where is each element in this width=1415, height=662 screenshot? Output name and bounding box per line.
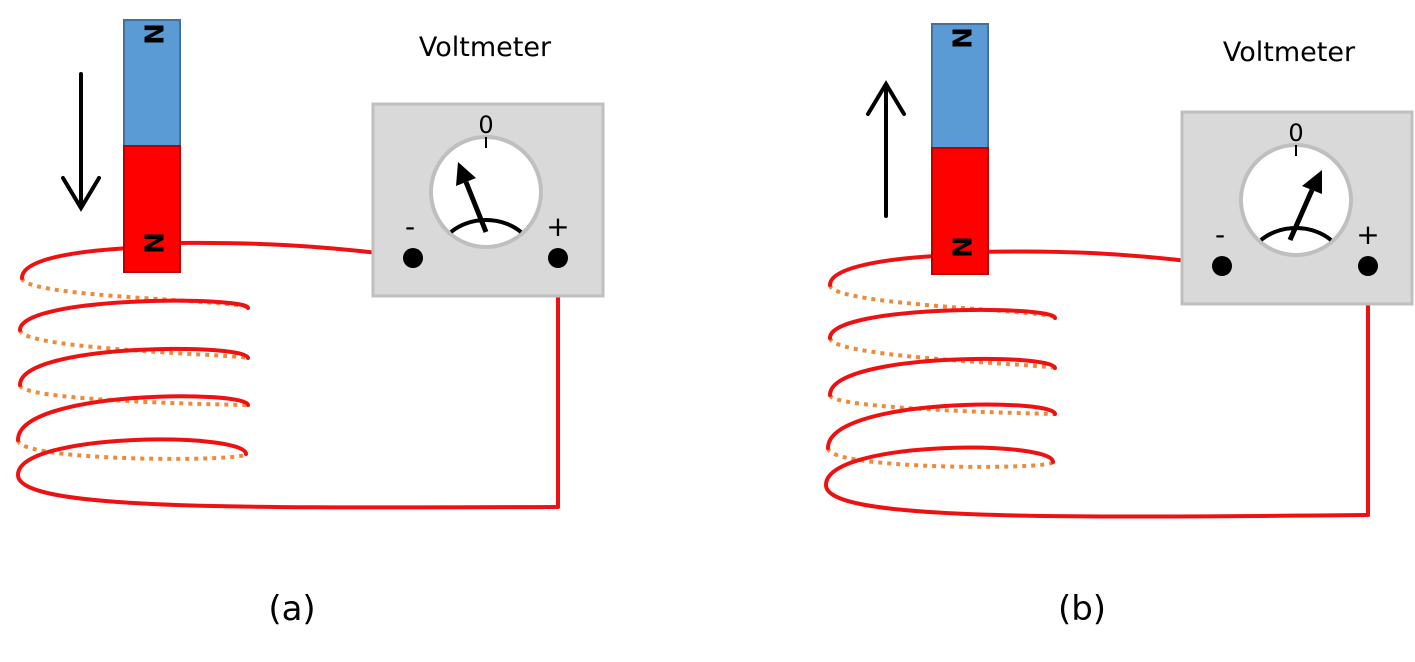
minus-label: - [405, 210, 415, 243]
needle-arrowhead [456, 162, 476, 186]
coil [823, 249, 1370, 519]
meter-needle [463, 181, 489, 233]
bar-magnet: N N [931, 23, 989, 275]
plus-label: + [1356, 218, 1379, 251]
magnet-top-label: N [138, 23, 168, 45]
arrow-up-icon [866, 80, 906, 218]
dial-zero-label: 0 [1288, 119, 1303, 147]
panel-caption: (a) [268, 589, 315, 629]
magnet-top-label: N [946, 27, 976, 49]
magnet-bottom-label: N [946, 236, 976, 258]
dial-zero-label: 0 [478, 111, 493, 139]
magnet-bottom-label: N [138, 232, 168, 254]
panel-caption: (b) [1058, 589, 1106, 629]
panel-a: N N Voltmeter 0 - + (a) [15, 19, 605, 629]
coil [15, 240, 560, 510]
magnet-north-half [931, 23, 989, 149]
meter-dial [1239, 143, 1353, 257]
meter-needle [1287, 188, 1315, 242]
plus-terminal [1358, 256, 1378, 276]
voltmeter: Voltmeter 0 - + [371, 32, 605, 298]
voltmeter-title: Voltmeter [1223, 37, 1356, 68]
magnet-south-half [931, 147, 989, 275]
arrow-down-icon [61, 72, 101, 212]
minus-terminal [1212, 256, 1232, 276]
magnet-south-half [123, 145, 181, 273]
dial-scale-arc [449, 217, 523, 234]
minus-terminal [403, 248, 423, 268]
plus-label: + [546, 210, 569, 243]
coil-back-segments [16, 276, 250, 461]
bar-magnet: N N [123, 19, 181, 273]
plus-terminal [548, 248, 568, 268]
panel-b: N N Voltmeter 0 - + (b) [823, 23, 1414, 629]
voltmeter-title: Voltmeter [419, 32, 552, 63]
voltmeter: Voltmeter 0 - + [1180, 37, 1414, 306]
minus-label: - [1215, 218, 1225, 251]
needle-arrowhead [1302, 170, 1322, 194]
